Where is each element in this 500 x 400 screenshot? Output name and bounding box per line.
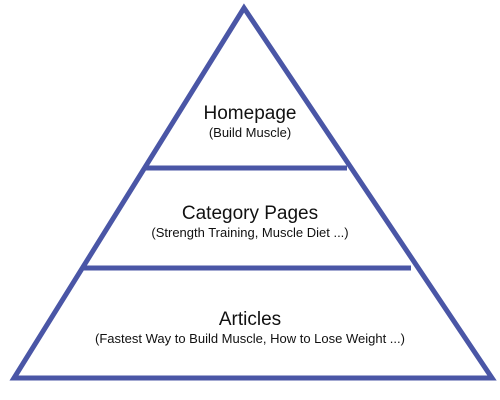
tier-title: Articles [218,309,282,330]
tier-category-pages: Category Pages (Strength Training, Muscl… [0,203,500,241]
tier-subtitle: (Fastest Way to Build Muscle, How to Los… [95,331,405,346]
tier-homepage: Homepage (Build Muscle) [0,103,500,141]
tier-articles: Articles (Fastest Way to Build Muscle, H… [0,309,500,347]
tier-subtitle: (Build Muscle) [208,125,292,140]
tier-subtitle: (Strength Training, Muscle Diet ...) [151,225,349,240]
pyramid-outline [9,3,497,381]
tier-title: Homepage [203,103,297,124]
tier-title: Category Pages [181,203,319,224]
